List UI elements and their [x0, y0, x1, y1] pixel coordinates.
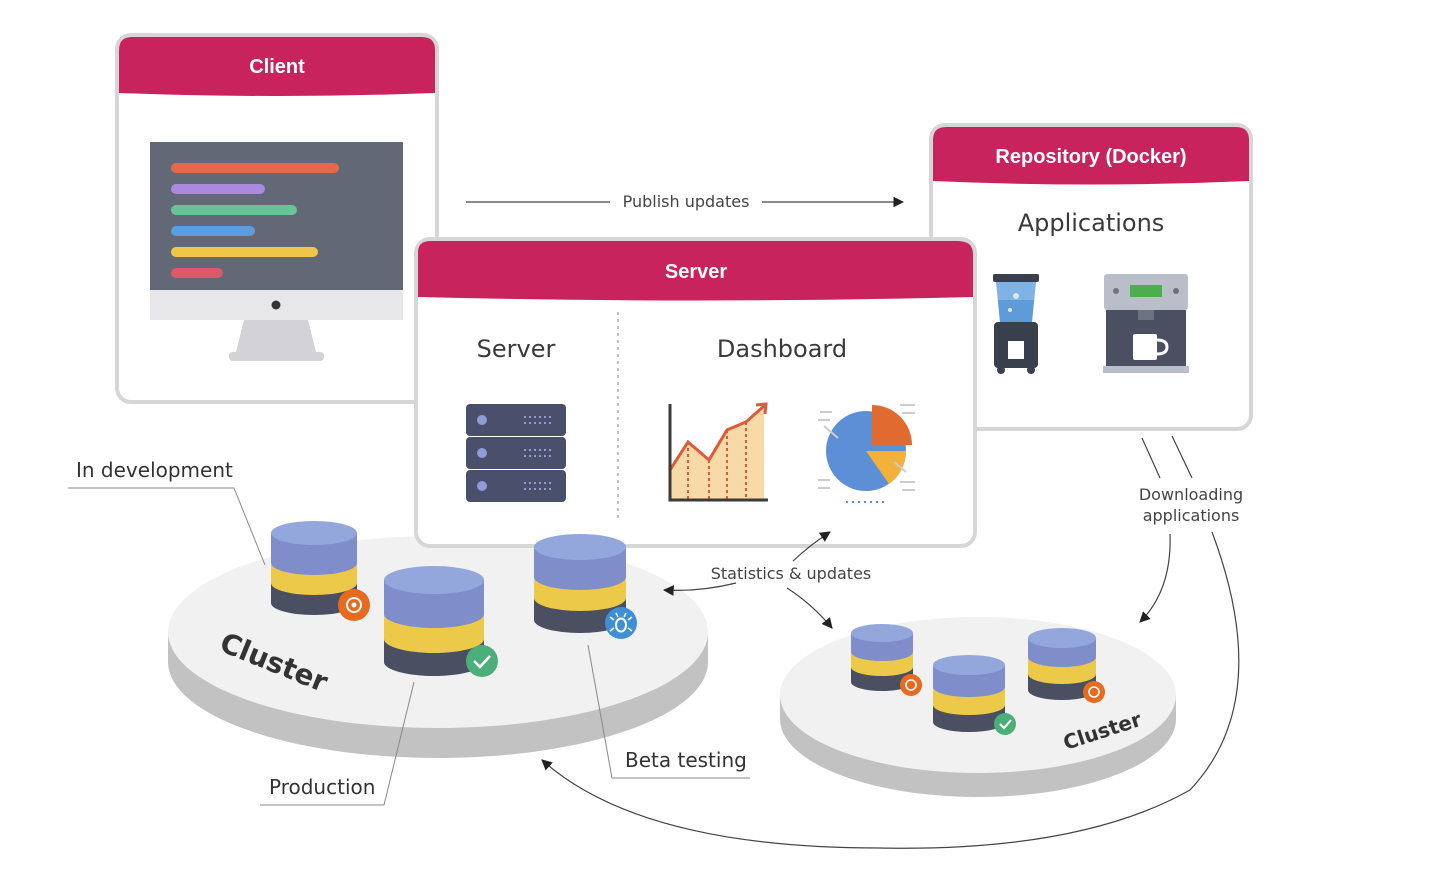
repository-card: Repository (Docker) Applications [929, 123, 1253, 431]
database-icon [851, 624, 913, 691]
bug-badge-icon [605, 607, 637, 639]
database-icon [271, 521, 357, 615]
in-development-callout: In development [68, 458, 266, 566]
client-header [119, 37, 435, 96]
water-cooler-icon [993, 274, 1039, 374]
beta-testing-callout: Beta testing [587, 644, 750, 779]
check-badge-icon [994, 713, 1016, 735]
publish-updates-label: Publish updates [623, 192, 750, 211]
gear-badge-icon [1083, 681, 1105, 703]
database-icon [384, 566, 484, 676]
server-title: Server [665, 261, 727, 283]
gear-badge-icon [338, 589, 370, 621]
pie-chart-icon [818, 404, 915, 503]
in-development-label: In development [76, 458, 233, 482]
repository-title: Repository (Docker) [995, 146, 1186, 168]
production-callout: Production [260, 681, 415, 806]
client-title: Client [249, 56, 305, 78]
line-chart-icon [668, 402, 768, 502]
statistics-label: Statistics & updates [711, 564, 872, 583]
gear-badge-icon [900, 674, 922, 696]
coffee-machine-icon [1103, 274, 1189, 373]
downloading-label-line2: applications [1143, 506, 1240, 525]
statistics-arrows: Statistics & updates [662, 531, 872, 629]
repository-header [933, 127, 1249, 185]
code-lines-icon [171, 163, 339, 278]
applications-label: Applications [1018, 209, 1165, 237]
database-icon [1028, 628, 1096, 700]
downloading-arrows: Downloading applications [541, 435, 1243, 849]
database-icon [534, 534, 626, 633]
server-rack-icon [466, 404, 566, 502]
server-card: Server Server Dashboard [414, 237, 977, 548]
server-section-label: Server [477, 335, 556, 363]
monitor-icon [150, 142, 403, 361]
client-card: Client [115, 33, 439, 404]
beta-testing-label: Beta testing [625, 748, 747, 772]
database-icon [933, 655, 1005, 732]
publish-updates-arrow: Publish updates [466, 192, 905, 211]
dashboard-section-label: Dashboard [717, 335, 847, 363]
server-header [418, 241, 973, 301]
production-label: Production [269, 775, 375, 799]
downloading-label-line1: Downloading [1139, 485, 1243, 504]
check-badge-icon [466, 645, 498, 677]
